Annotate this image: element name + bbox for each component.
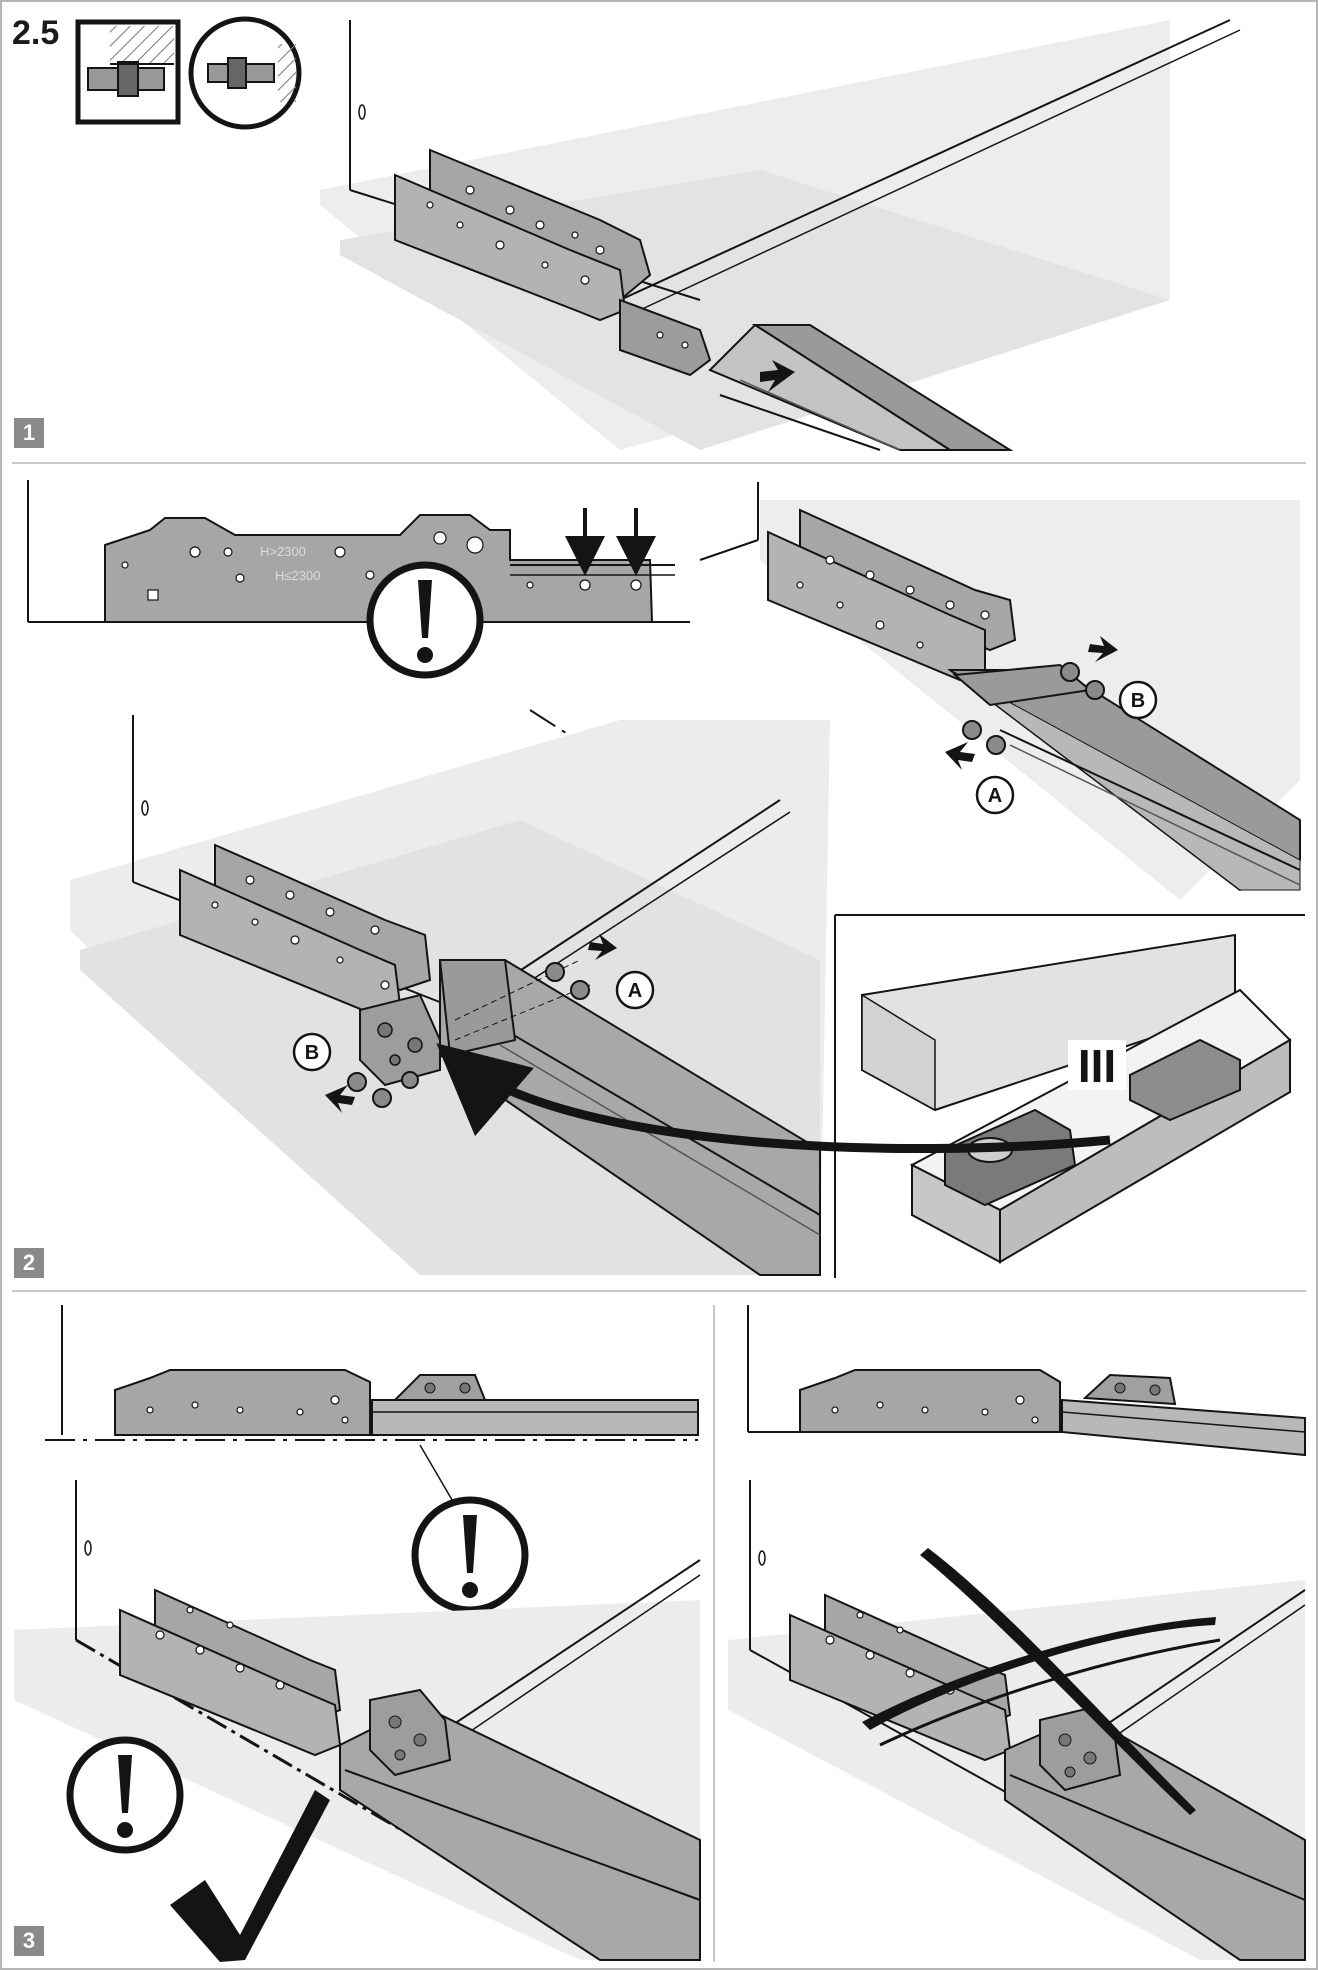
caution-icon xyxy=(66,1736,184,1854)
label-b-top: B xyxy=(1118,680,1158,720)
cross-out-icon xyxy=(862,1548,1221,1815)
label-b-bottom: B xyxy=(292,1032,332,1072)
svg-text:B: B xyxy=(1131,690,1145,712)
panel-divider-2 xyxy=(12,1290,1306,1292)
panel-2-badge: 2 xyxy=(14,1248,44,1278)
panel-1-badge: 1 xyxy=(14,418,44,448)
rail-profile-side xyxy=(708,323,954,451)
svg-text:A: A xyxy=(988,785,1002,807)
screw-a-pair-bottom xyxy=(545,934,617,1000)
nut-b-pair-bottom xyxy=(325,1071,419,1113)
mounting-type-square-icon xyxy=(75,19,181,125)
caution-icon xyxy=(366,561,484,679)
misaligned-plate-detail xyxy=(747,1305,1306,1457)
panel-1-illustration xyxy=(320,19,1241,451)
hole-selection-detail: H>2300 H≤2300 xyxy=(27,480,690,623)
adapter-part xyxy=(944,1108,1077,1207)
parts-box-detail: III xyxy=(834,914,1305,1278)
label-a-top: A xyxy=(975,775,1015,815)
part-bag-number: III xyxy=(1078,1040,1116,1092)
panel-2-illustration: H>2300 H≤2300 xyxy=(27,480,1305,1278)
insert-arrow xyxy=(760,360,795,392)
step-number: 2.5 xyxy=(12,14,60,52)
panel-3-illustration xyxy=(14,1305,1306,1962)
part-source-arrow xyxy=(436,1043,1111,1154)
svg-text:B: B xyxy=(305,1042,319,1064)
svg-text:A: A xyxy=(628,980,642,1002)
top-rail-line xyxy=(619,19,1231,301)
height-label-below: H≤2300 xyxy=(275,568,320,583)
label-a-bottom: A xyxy=(615,970,655,1010)
checkmark-icon xyxy=(170,1790,330,1962)
screw-a-pair-top xyxy=(945,720,1006,770)
mounting-type-circle-icon xyxy=(188,16,302,130)
nut-b-pair-top xyxy=(1060,636,1118,700)
mounting-plate-profile xyxy=(104,514,654,623)
caution-icon xyxy=(411,1496,529,1614)
panel-divider-1 xyxy=(12,462,1306,464)
height-label-above: H>2300 xyxy=(260,544,306,559)
mounting-plate-front xyxy=(394,173,627,322)
aligned-plate-detail xyxy=(45,1305,699,1506)
panel-3-badge: 3 xyxy=(14,1926,44,1956)
